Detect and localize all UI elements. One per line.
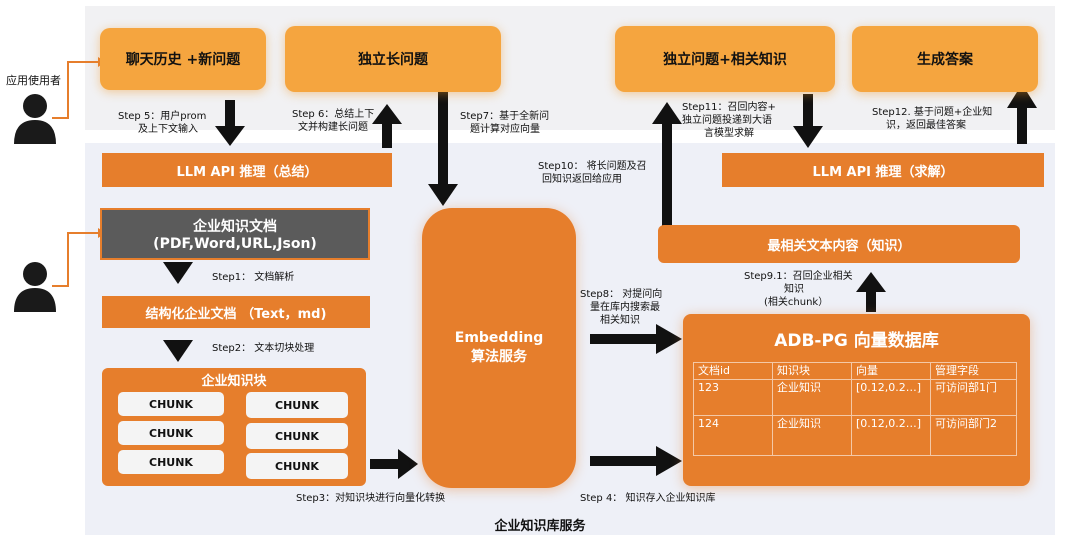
adb-pg-table: 文档id 知识块 向量 管理字段 123 企业知识 [0.12,0.2…] 可访…	[693, 362, 1017, 456]
table-cell: 企业知识	[772, 379, 852, 416]
service-footer-label: 企业知识库服务	[494, 519, 586, 534]
table-row: 124 企业知识 [0.12,0.2…] 可访问部门2	[693, 415, 1017, 456]
enterprise-docs-title: 企业知识文档	[193, 219, 277, 235]
llm-summarize-box: LLM API 推理（总结）	[102, 153, 392, 187]
step3-label: Step3：对知识块进行向量化转换	[296, 493, 446, 504]
table-header: 知识块	[772, 362, 852, 380]
chunk-block: CHUNK	[118, 392, 224, 416]
structured-docs-box: 结构化企业文档 （Text，md)	[102, 296, 370, 328]
arrow-icon	[656, 324, 682, 354]
step6-label: Step 6：总结上下文并构建长问题	[292, 109, 375, 133]
step4-label: Step 4： 知识存入企业知识库	[580, 493, 716, 504]
arrow-icon	[793, 126, 823, 148]
arrow-icon	[372, 104, 402, 124]
table-cell: 企业知识	[772, 415, 852, 456]
arrow-icon	[1007, 84, 1037, 108]
adb-pg-title: ADB-PG 向量数据库	[774, 331, 939, 351]
chunk-block: CHUNK	[246, 392, 348, 418]
chunk-block: CHUNK	[246, 423, 348, 449]
arrow-icon	[652, 102, 682, 124]
user1-connector	[52, 61, 98, 119]
table-cell: 可访问部1门	[930, 379, 1017, 416]
table-cell: 123	[693, 379, 773, 416]
embedding-service-box: Embedding 算法服务	[422, 208, 576, 488]
embedding-title: Embedding	[454, 330, 544, 346]
step9-1-label: Step9.1：召回企业相关知识(相关chunk）	[744, 271, 853, 308]
user-icon	[14, 94, 56, 144]
standalone-question-box: 独立长问题	[285, 26, 501, 92]
arrow-icon	[428, 184, 458, 206]
step8-label: Step8： 对提问向量在库内搜索最相关知识	[580, 289, 663, 326]
most-relevant-box: 最相关文本内容（知识）	[658, 225, 1020, 263]
question-knowledge-box: 独立问题+相关知识	[615, 26, 835, 92]
arrow-icon	[163, 262, 193, 284]
step1-label: Step1： 文档解析	[212, 272, 295, 283]
step10-label: Step10： 将长问题及召回知识返回给应用	[538, 161, 647, 185]
table-header: 管理字段	[930, 362, 1017, 380]
arrow-icon	[398, 449, 418, 479]
arrow-icon	[856, 272, 886, 292]
generate-answer-box: 生成答案	[852, 26, 1038, 92]
enterprise-docs-box: 企业知识文档 (PDF,Word,URL,Json)	[100, 208, 370, 260]
user-icon	[14, 262, 56, 312]
step12-label: Step12. 基于问题+企业知识，返回最佳答案	[872, 107, 993, 131]
knowledge-chunks-title: 企业知识块	[201, 374, 267, 389]
arrow-icon	[215, 126, 245, 146]
enterprise-docs-formats: (PDF,Word,URL,Json)	[153, 236, 317, 252]
knowledge-chunks-box: 企业知识块 CHUNK CHUNK CHUNK CHUNK CHUNK CHUN…	[102, 368, 366, 486]
chunk-block: CHUNK	[118, 421, 224, 445]
embedding-subtitle: 算法服务	[471, 349, 527, 365]
table-header-row: 文档id 知识块 向量 管理字段	[693, 362, 1017, 380]
chunk-block: CHUNK	[118, 450, 224, 474]
table-cell: 可访问部门2	[930, 415, 1017, 456]
step2-label: Step2： 文本切块处理	[212, 343, 315, 354]
table-header: 文档id	[693, 362, 773, 380]
llm-solve-box: LLM API 推理（求解）	[722, 153, 1044, 187]
app-user-label: 应用使用者	[6, 74, 61, 87]
user2-connector	[52, 232, 98, 287]
chunk-block: CHUNK	[246, 453, 348, 479]
chat-history-box: 聊天历史 +新问题	[100, 28, 266, 90]
step11-label: Step11：召回内容+独立问题投递到大语言模型求解	[682, 102, 776, 139]
arrow-icon	[163, 340, 193, 362]
table-header: 向量	[851, 362, 931, 380]
table-row: 123 企业知识 [0.12,0.2…] 可访问部1门	[693, 379, 1017, 416]
table-cell: [0.12,0.2…]	[851, 379, 931, 416]
table-cell: [0.12,0.2…]	[851, 415, 931, 456]
step7-label: Step7：基于全新问题计算对应向量	[460, 111, 550, 135]
adb-pg-database-box: ADB-PG 向量数据库 文档id 知识块 向量 管理字段 123 企业知识 […	[683, 314, 1030, 486]
arrow-icon	[656, 446, 682, 476]
table-cell: 124	[693, 415, 773, 456]
